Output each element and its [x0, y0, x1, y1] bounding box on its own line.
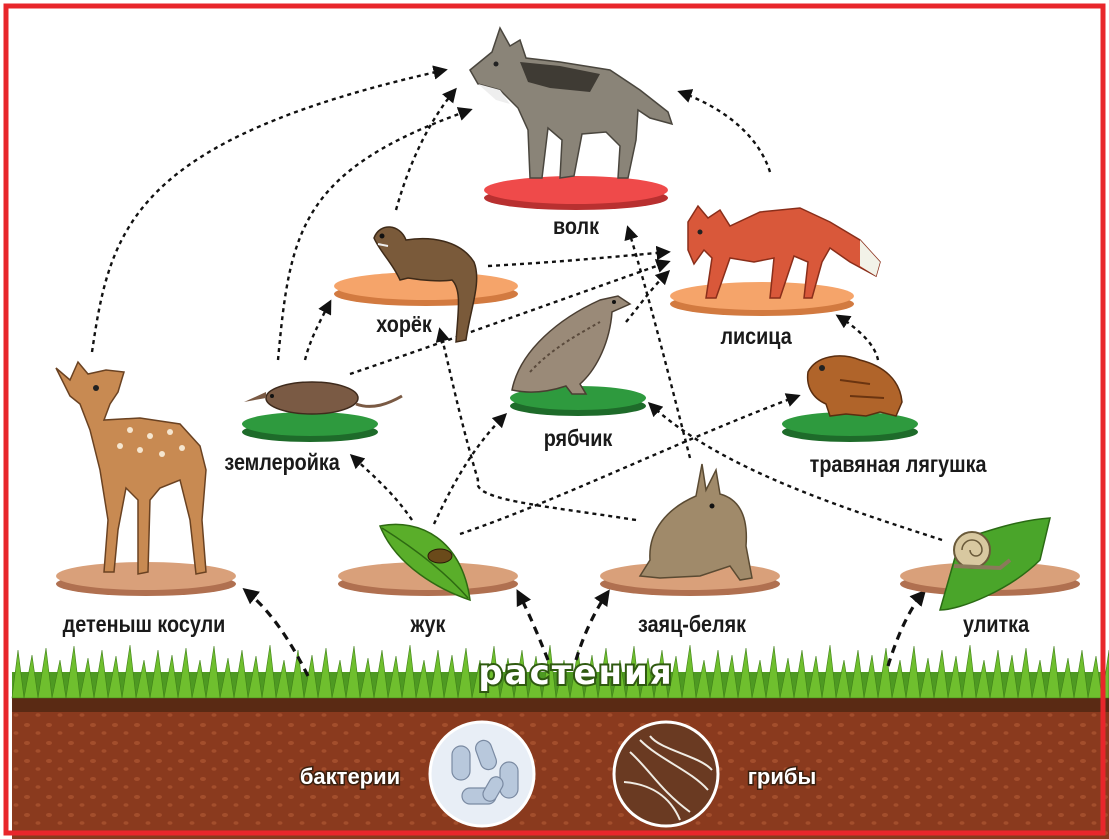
fawn-illustration: [56, 362, 206, 574]
fungi-illustration: [614, 722, 718, 826]
bacteria-illustration: [430, 722, 534, 826]
frog-illustration: [808, 356, 902, 416]
label-plants: растения: [478, 653, 673, 693]
label-frog: травяная лягушка: [810, 452, 988, 478]
platform-fox: [670, 282, 854, 316]
snail-illustration: [940, 518, 1050, 610]
label-snail: улитка: [963, 612, 1030, 638]
label-fungi: грибы: [748, 764, 817, 789]
label-bacteria: бактерии: [300, 764, 400, 789]
label-wolf: волк: [553, 214, 599, 240]
hare-illustration: [640, 464, 752, 580]
label-shrew: землеройка: [224, 450, 340, 476]
platform-shrew: [242, 412, 378, 442]
shrew-illustration: [244, 382, 402, 414]
platform-wolf: [484, 176, 668, 210]
grouse-illustration: [512, 296, 630, 394]
wolf-illustration: [470, 28, 672, 178]
fox-illustration: [688, 206, 880, 298]
label-hare: заяц-беляк: [638, 612, 746, 638]
label-fawn: детеныш косули: [63, 612, 226, 638]
label-beetle: жук: [410, 612, 446, 638]
label-grouse: рябчик: [544, 426, 613, 452]
label-fox: лисица: [720, 324, 792, 350]
platform-frog: [782, 412, 918, 442]
soil-texture: [12, 700, 1109, 839]
label-ferret: хорёк: [376, 312, 432, 338]
